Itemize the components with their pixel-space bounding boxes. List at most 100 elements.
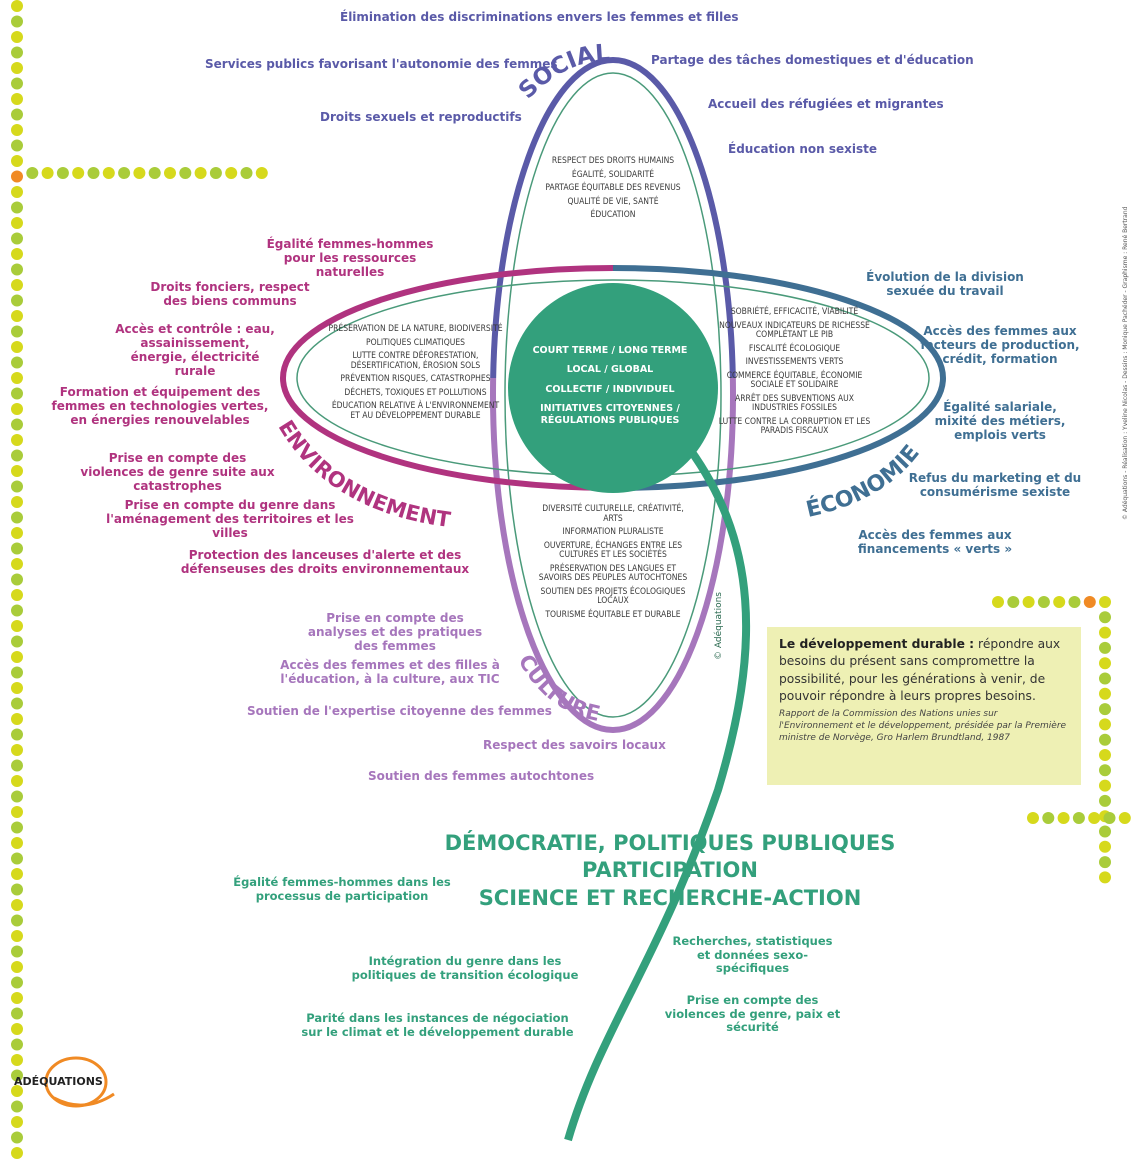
env-label-6: Prise en compte du genre dans l'aménagem… (106, 498, 354, 541)
decorative-dot (11, 434, 23, 446)
eco-label-3: Égalité salariale, mixité des métiers, e… (934, 400, 1066, 443)
decorative-dot (11, 930, 23, 942)
decorative-dot (1099, 764, 1111, 777)
decorative-dot (1099, 657, 1111, 670)
env-label-4: Formation et équipement des femmes en te… (51, 385, 269, 428)
decorative-dot (11, 542, 23, 555)
eco-petal-item: SOBRIÉTÉ, EFFICACITÉ, VIABILITÉ (730, 307, 859, 317)
decorative-dot (11, 263, 23, 276)
decorative-dot (11, 186, 23, 198)
eco-petal-item: COMMERCE ÉQUITABLE, ÉCONOMIE SOCIALE ET … (726, 370, 863, 391)
decorative-dot (11, 1085, 23, 1097)
decorative-dot (11, 775, 23, 787)
decorative-dot (11, 0, 23, 12)
decorative-dot (1099, 672, 1111, 685)
eco-petal-item: INVESTISSEMENTS VERTS (745, 357, 844, 368)
adequations-logo-icon (44, 1056, 115, 1108)
demo-label-2: Intégration du genre dans les politiques… (351, 954, 579, 982)
decorative-dot (11, 372, 23, 384)
culture-label-1: Prise en compte des analyses et des prat… (307, 611, 483, 654)
logo-text: ADÉQUATIONS (14, 1075, 103, 1088)
decorative-dot (11, 496, 23, 508)
decorative-dot (1103, 812, 1116, 824)
decorative-dot (148, 167, 161, 179)
copyright-label: © Adéquations (714, 592, 724, 660)
decorative-dot (11, 728, 23, 741)
core-text: COURT TERME / LONG TERME LOCAL / GLOBAL … (515, 345, 705, 434)
social-label-6: Éducation non sexiste (728, 142, 878, 156)
decorative-dot (11, 465, 23, 477)
decorative-dot (11, 589, 23, 601)
decorative-dot (1088, 812, 1101, 824)
decorative-dot (11, 1038, 23, 1051)
social-label-3: Partage des tâches domestiques et d'éduc… (651, 53, 974, 67)
decorative-dot (11, 356, 23, 369)
demo-label-4: Recherches, statistiques et données sexo… (672, 934, 833, 976)
core-line: LOCAL / GLOBAL (566, 364, 654, 376)
decorative-dot (11, 899, 23, 911)
decorative-dot (11, 170, 23, 183)
decorative-dot (11, 15, 23, 28)
env-label-2: Droits fonciers, respect des biens commu… (150, 280, 310, 309)
eco-label-5: Accès des femmes aux financements « vert… (857, 528, 1013, 557)
democratie-title-line: DÉMOCRATIE, POLITIQUES PUBLIQUES (444, 831, 896, 855)
decorative-dot (11, 480, 23, 493)
decorative-dot (87, 167, 100, 179)
decorative-dot (11, 279, 23, 291)
decorative-dot (1099, 856, 1111, 869)
env-petal-item: DÉCHETS, TOXIQUES ET POLLUTIONS (344, 387, 487, 398)
decorative-dot (11, 248, 23, 260)
decorative-dot (1037, 596, 1050, 608)
core-line: COURT TERME / LONG TERME (532, 345, 688, 356)
social-petal-item: RESPECT DES DROITS HUMAINS (551, 156, 675, 166)
decorative-dot (11, 976, 23, 989)
social-petal-list: RESPECT DES DROITS HUMAINS ÉGALITÉ, SOLI… (543, 156, 683, 225)
decorative-dot (11, 31, 23, 43)
democratie-title: DÉMOCRATIE, POLITIQUES PUBLIQUES PARTICI… (440, 830, 900, 912)
decorative-dot (11, 558, 23, 570)
eco-petal-list: SOBRIÉTÉ, EFFICACITÉ, VIABILITÉ NOUVEAUX… (712, 307, 877, 441)
decorative-dot (102, 167, 115, 179)
decorative-dot (1099, 733, 1111, 746)
decorative-dot (118, 167, 131, 179)
decorative-dot (11, 403, 23, 415)
decorative-dot (1083, 596, 1096, 608)
demo-label-5: Prise en compte des violences de genre, … (664, 993, 841, 1035)
decorative-dot (1057, 812, 1070, 824)
decorative-dot (11, 217, 23, 229)
stem-line (564, 437, 750, 1142)
demo-label-1: Égalité femmes-hommes dans les processus… (233, 875, 451, 903)
decorative-dot (11, 961, 23, 973)
decorative-dot (11, 108, 23, 121)
culture-label-3: Soutien de l'expertise citoyenne des fem… (247, 704, 552, 718)
decorative-dot (1027, 812, 1039, 824)
decorative-dot (1099, 794, 1111, 807)
definition-term: Le développement durable : (779, 637, 975, 651)
social-petal-item: QUALITÉ DE VIE, SANTÉ (567, 196, 659, 207)
decorative-dot (11, 341, 23, 353)
decorative-dot (11, 449, 23, 462)
decorative-dot (1099, 611, 1111, 624)
eco-petal-item: ARRÊT DES SUBVENTIONS AUX INDUSTRIES FOS… (734, 393, 855, 414)
decorative-dot (11, 1116, 23, 1128)
decorative-dot (11, 666, 23, 679)
decorative-dot (240, 167, 253, 179)
decorative-dot (1099, 687, 1111, 700)
culture-petal-item: SOUTIEN DES PROJETS ÉCOLOGIQUES LOCAUX (540, 586, 686, 607)
culture-petal-item: OUVERTURE, ÉCHANGES ENTRE LES CULTURES E… (543, 540, 683, 561)
decorative-dot (1099, 718, 1111, 731)
decorative-dot (56, 167, 69, 179)
decorative-dot (41, 167, 54, 179)
core-line: COLLECTIF / INDIVIDUEL (545, 383, 675, 395)
decorative-dot (11, 124, 23, 136)
eco-label-2: Accès des femmes aux facteurs de product… (920, 324, 1080, 367)
decorative-dot (1099, 749, 1111, 761)
decorative-dot (11, 1147, 23, 1159)
core-circle (508, 283, 718, 493)
decorative-dot (11, 93, 23, 105)
decorative-dot (11, 77, 23, 90)
culture-petal-outline (490, 378, 736, 733)
decorative-dot (11, 294, 23, 307)
decorative-dot (1072, 812, 1085, 824)
decorative-dot (11, 868, 23, 880)
